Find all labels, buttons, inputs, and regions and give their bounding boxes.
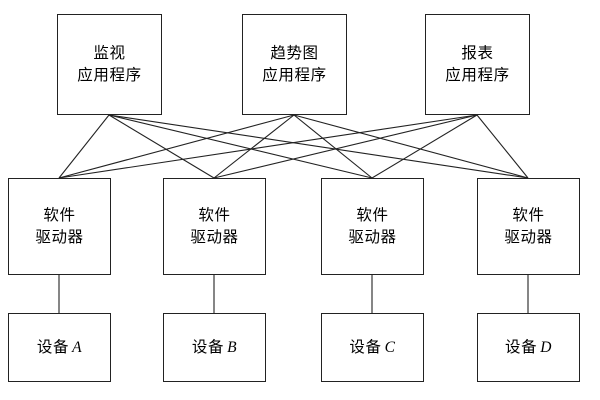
edge-app-trend-to-driver-c [293,114,373,179]
node-label-line1: 软件 [512,207,545,225]
node-app-report[interactable]: 报表 应用程序 [425,14,530,115]
node-label-line1: 监视 [93,45,126,63]
node-label-line2: 应用程序 [77,66,142,84]
node-driver-c[interactable]: 软件 驱动器 [321,178,424,275]
node-label-line2: 驱动器 [348,228,397,246]
device-prefix: 设备 [36,338,70,356]
node-label-line1: 软件 [43,207,76,225]
node-app-monitor[interactable]: 监视 应用程序 [57,14,162,115]
node-app-trend[interactable]: 趋势图 应用程序 [242,14,347,115]
node-label-line2: 驱动器 [504,228,553,246]
device-letter: D [540,338,552,356]
node-label-line2: 驱动器 [35,228,84,246]
edge-app-report-to-driver-d [476,114,529,179]
device-prefix: 设备 [191,338,225,356]
edge-app-trend-to-driver-b [213,114,295,179]
node-driver-d[interactable]: 软件 驱动器 [477,178,580,275]
edge-app-trend-to-driver-a [58,114,295,179]
node-label-line1: 软件 [356,207,389,225]
edge-app-monitor-to-driver-b [108,114,215,179]
edge-app-monitor-to-driver-d [108,114,529,179]
edge-app-report-to-driver-a [58,114,478,179]
edge-app-report-to-driver-c [371,114,478,179]
device-prefix: 设备 [505,338,538,356]
device-prefix: 设备 [349,338,382,356]
node-driver-b[interactable]: 软件 驱动器 [163,178,266,275]
edge-app-trend-to-driver-d [293,114,529,179]
edge-app-monitor-to-driver-c [108,114,373,179]
node-driver-a[interactable]: 软件 驱动器 [8,178,111,275]
node-label-line2: 应用程序 [445,66,510,84]
node-label-line2: 应用程序 [262,66,327,84]
node-label-line2: 驱动器 [190,228,239,246]
device-letter: A [72,338,83,356]
edge-app-report-to-driver-b [213,114,478,179]
node-label-line1: 报表 [461,45,494,63]
node-label-line1: 趋势图 [270,45,319,63]
edge-app-monitor-to-driver-a [58,114,110,179]
device-letter: B [227,338,238,356]
device-letter: C [384,338,396,356]
node-label-line1: 软件 [198,207,231,225]
